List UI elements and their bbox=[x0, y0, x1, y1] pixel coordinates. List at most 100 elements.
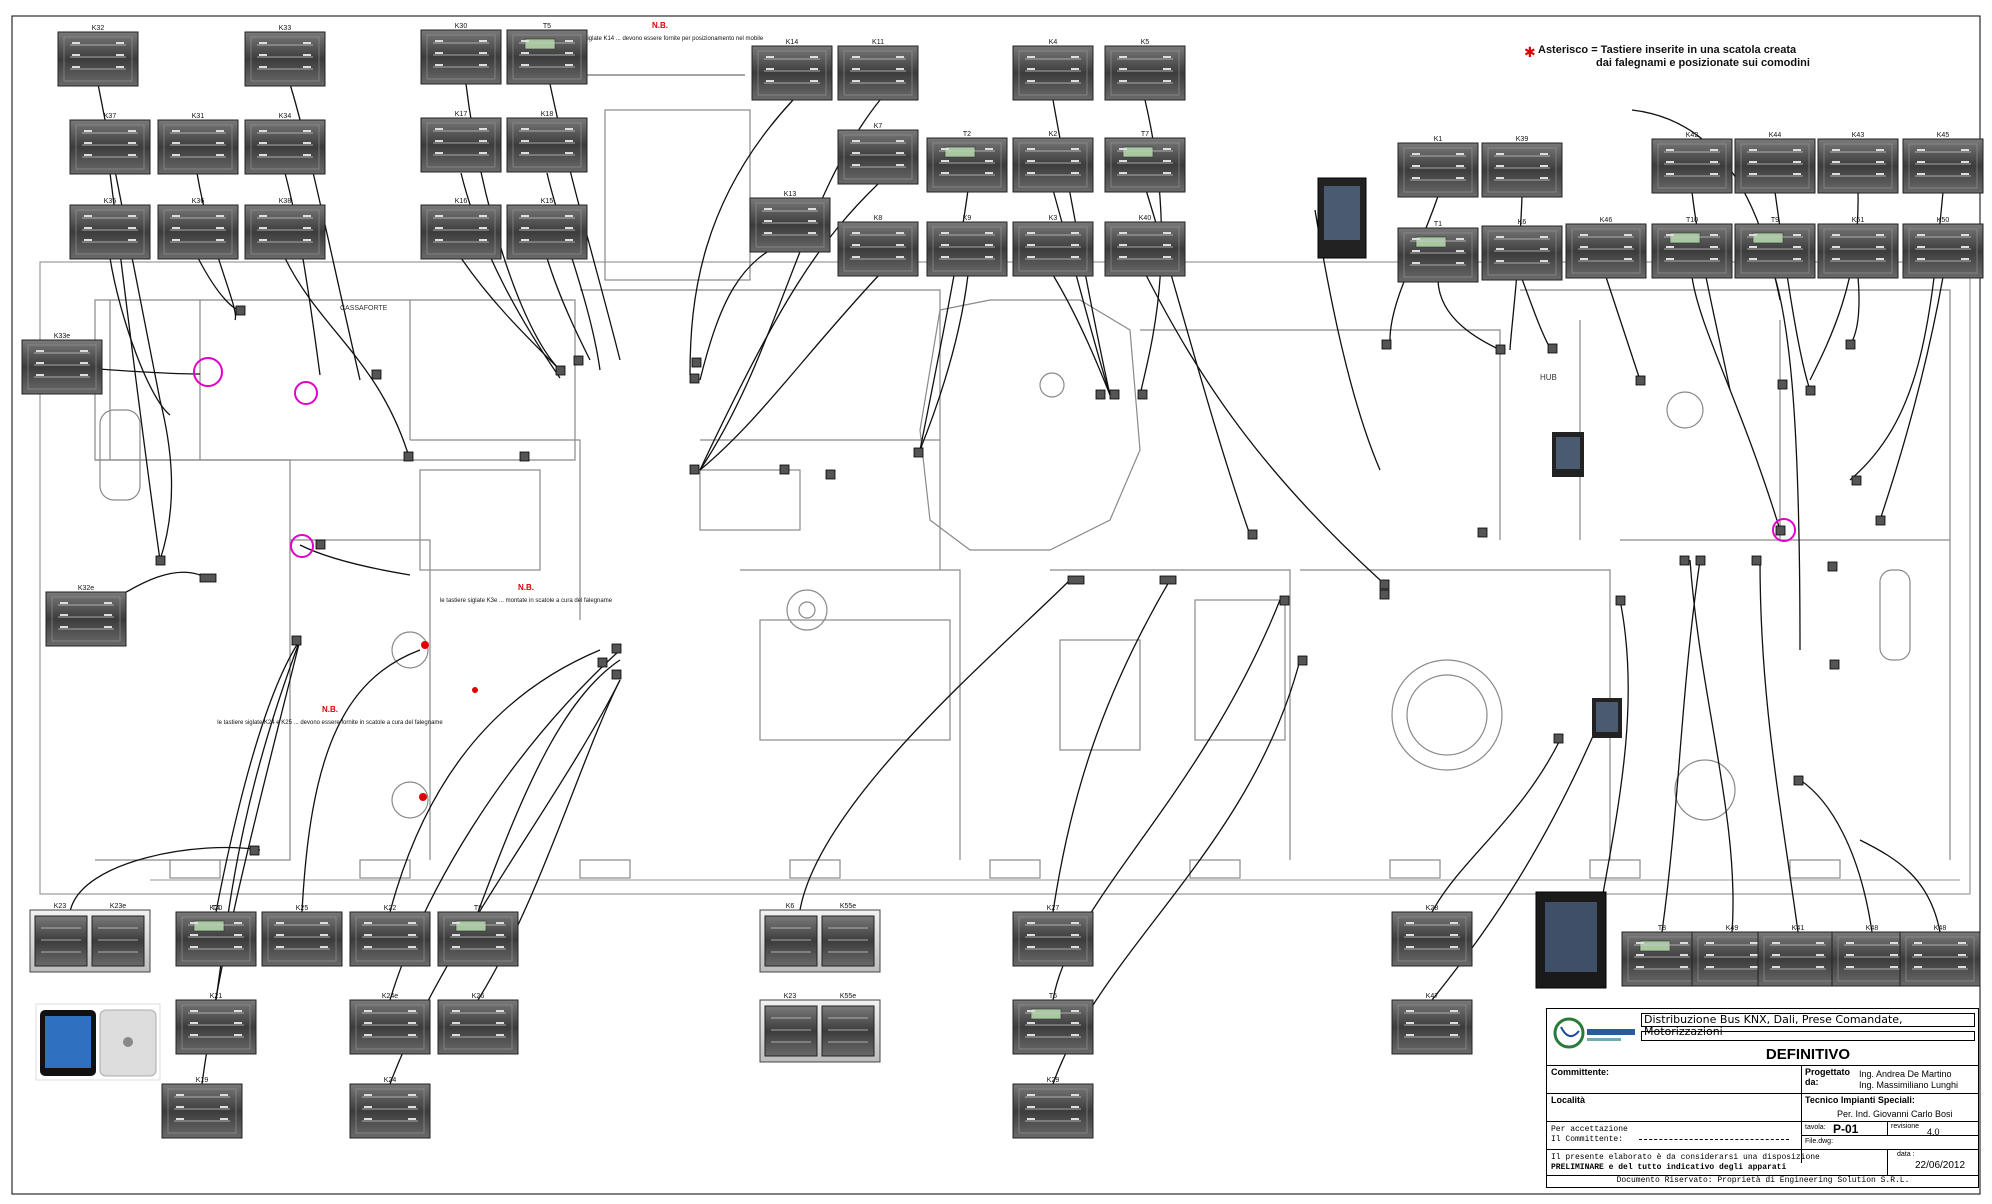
keypad-t1: T1 bbox=[1397, 221, 1479, 283]
company-logo bbox=[1551, 1013, 1641, 1053]
localita-label: Località bbox=[1551, 1095, 1586, 1105]
title-block: Distribuzione Bus KNX, Dali, Prese Coman… bbox=[1546, 1008, 1979, 1188]
keypad-k37: K37 bbox=[69, 113, 151, 175]
keypad-k48: K48 bbox=[1899, 925, 1981, 987]
bus-terminals bbox=[155, 305, 1886, 856]
tablet-devices bbox=[35, 177, 1622, 1081]
keypad-label: T8 bbox=[474, 905, 482, 912]
preliminary-note-1: Il presente elaborato è da considerarsi … bbox=[1551, 1153, 1820, 1162]
keypad-t7: T7 bbox=[1104, 131, 1186, 193]
keypad-k27: K27 bbox=[1012, 905, 1094, 967]
keypad-k32: K32 bbox=[57, 25, 139, 87]
asterisk-icon: ✱ bbox=[1524, 44, 1536, 60]
keypad-k24: K24 bbox=[349, 1077, 431, 1139]
keypad-k46: K46 bbox=[1565, 217, 1647, 279]
project-title: Distribuzione Bus KNX, Dali, Prese Coman… bbox=[1641, 1013, 1975, 1038]
keypad-label: K26 bbox=[472, 993, 485, 1000]
keypad-k11: K11 bbox=[837, 39, 919, 101]
keypad-label: K45 bbox=[1937, 132, 1950, 139]
keypad-label: K36 bbox=[192, 198, 205, 205]
keypad-label: K28 bbox=[1426, 905, 1439, 912]
keypad-k6: K6 bbox=[1481, 219, 1563, 281]
footer-text: Documento Riservato: Proprietà di Engine… bbox=[1616, 1176, 1910, 1185]
keypad-label: K33e bbox=[54, 333, 70, 340]
room-label-hub: HUB bbox=[1540, 373, 1557, 382]
sheet-border bbox=[11, 15, 1981, 1195]
floor-plan bbox=[39, 109, 1971, 895]
keypad-label: T4 bbox=[212, 905, 220, 912]
keypad-k2: K2 bbox=[1012, 131, 1094, 193]
keypad-label: T1 bbox=[1434, 221, 1442, 228]
keypad-label: K39 bbox=[1516, 136, 1529, 143]
revisione-value: 4.0 bbox=[1927, 1127, 1940, 1137]
keypad-label: T10 bbox=[1686, 217, 1698, 224]
note-tag-2: N.B. bbox=[518, 583, 534, 592]
keypad-label: K5 bbox=[1141, 39, 1150, 46]
keypad-k50: K50 bbox=[1902, 217, 1984, 279]
keypad-label: T5 bbox=[543, 23, 551, 30]
panel-label-right: K23e bbox=[110, 903, 126, 910]
panel-label-left: K23 bbox=[784, 993, 797, 1000]
room-label-safe: CASSAFORTE bbox=[340, 305, 388, 312]
note-blocks: N.B. le tastiere siglate K14 ... devono … bbox=[217, 21, 764, 726]
tecnico-label: Tecnico Impianti Speciali: bbox=[1805, 1095, 1915, 1105]
keypad-label: K24 bbox=[384, 1077, 397, 1084]
file-label: File.dwg: bbox=[1805, 1138, 1834, 1145]
tavola-label: tavola: bbox=[1805, 1124, 1826, 1131]
keypad-k15: K15 bbox=[506, 198, 588, 260]
keypad-label: T7 bbox=[1141, 131, 1149, 138]
keypad-label: K50 bbox=[1937, 217, 1950, 224]
keypad-k38: K38 bbox=[244, 198, 326, 260]
keypad-label: K30 bbox=[455, 23, 468, 30]
keypad-k26: K26 bbox=[437, 993, 519, 1055]
keypad-label: K14 bbox=[786, 39, 799, 46]
keypad-label: T9 bbox=[1771, 217, 1779, 224]
keypad-k44: K44 bbox=[1734, 132, 1816, 194]
keypad-label: K17 bbox=[455, 111, 468, 118]
keypad-label: K51 bbox=[1852, 217, 1865, 224]
keypad-k41: K41 bbox=[1757, 925, 1839, 987]
keypad-k40: K40 bbox=[1104, 215, 1186, 277]
status-label: DEFINITIVO bbox=[1765, 1046, 1851, 1063]
keypad-label: K27 bbox=[1047, 905, 1060, 912]
highlight-markers bbox=[193, 357, 1796, 558]
keypad-label: K48 bbox=[1934, 925, 1947, 932]
keypad-label: K34 bbox=[279, 113, 292, 120]
note-text-3: le tastiere siglate K24 e K25 ... devono… bbox=[217, 720, 443, 726]
keypad-k1: K1 bbox=[1397, 136, 1479, 198]
keypad-k19: K19 bbox=[161, 1077, 243, 1139]
keypad-label: K42 bbox=[1686, 132, 1699, 139]
legend-note: Asterisco = Tastiere inserite in una sca… bbox=[1538, 44, 1810, 70]
keypad-t5: T5 bbox=[506, 23, 588, 85]
data-value: 22/06/2012 bbox=[1915, 1160, 1966, 1171]
keypad-label: K35 bbox=[104, 198, 117, 205]
red-markers bbox=[419, 641, 478, 801]
keypad-label: K49 bbox=[1726, 925, 1739, 932]
keypad-label: K1 bbox=[1434, 136, 1443, 143]
keypad-label: K32 bbox=[92, 25, 105, 32]
keypad-label: T6 bbox=[1049, 993, 1057, 1000]
keypad-label: K7 bbox=[874, 123, 883, 130]
keypad-t8: T8 bbox=[1621, 925, 1703, 987]
note-tag-3: N.B. bbox=[322, 705, 338, 714]
keypad-label: K20 bbox=[210, 905, 223, 912]
accettazione-line-2: Il Committente: bbox=[1551, 1135, 1624, 1144]
designer-1: Ing. Andrea De Martino bbox=[1859, 1069, 1952, 1079]
legend-line-2: dai falegnami e posizionate sui comodini bbox=[1596, 57, 1810, 69]
keypad-k35: K35 bbox=[69, 198, 151, 260]
keypad-k22: K22 bbox=[349, 905, 431, 967]
keypad-k3: K3 bbox=[1012, 215, 1094, 277]
keypad-t10: T10 bbox=[1651, 217, 1733, 279]
preliminary-note-2: PRELIMINARE e del tutto indicativo degli… bbox=[1551, 1163, 1787, 1172]
keypad-k4: K4 bbox=[1012, 39, 1094, 101]
keypad-label: K9 bbox=[963, 215, 972, 222]
keypad-k28: K28 bbox=[1391, 905, 1473, 967]
keypad-label: K22 bbox=[384, 905, 397, 912]
keypad-k30: K30 bbox=[420, 23, 502, 85]
keypad-t6: T6 bbox=[1012, 993, 1094, 1055]
keypad-t8: T8 bbox=[437, 905, 519, 967]
